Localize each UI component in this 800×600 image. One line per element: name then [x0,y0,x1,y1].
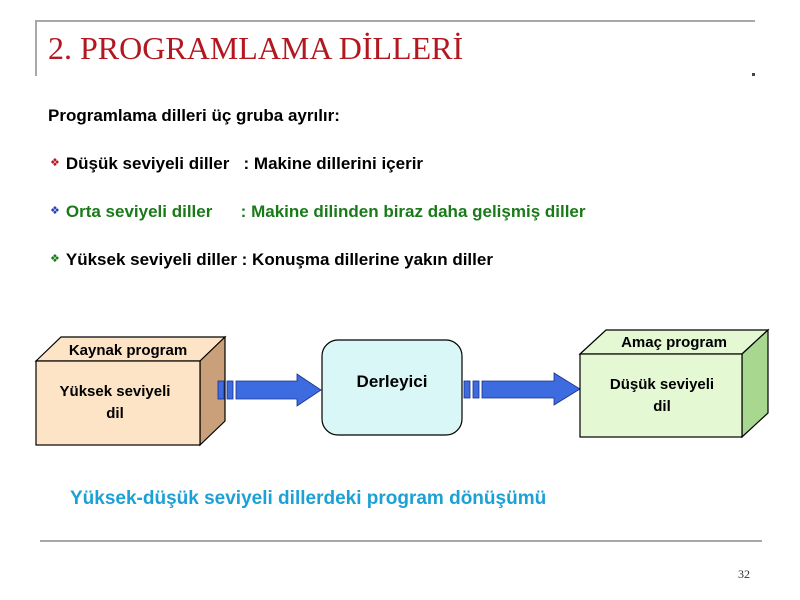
bullet-term: Düşük seviyeli diller [65,154,230,173]
bullet-desc: Makine dillerini içerir [253,154,424,173]
bullet-separator: : [229,154,254,173]
arrow2-body [481,372,581,406]
bullet-desc: Makine dilinden biraz daha gelişmiş dill… [251,202,586,221]
intro-text: Programlama dilleri üç gruba ayrılır: [48,106,340,125]
source-line1: Yüksek seviyeli [60,383,171,400]
bullet-term: Orta seviyeli diller [65,202,213,221]
slide-title: 2. PROGRAMLAMA DİLLERİ [48,30,464,66]
compiler-box: Derleyici [321,339,463,436]
bullet-diamond-icon: ❖ [50,253,60,265]
page-number: 32 [738,567,750,581]
arrow-to-compiler [217,373,322,407]
bullet-diamond-icon: ❖ [50,157,60,169]
arrow2-tail-bar-2 [472,380,480,399]
diagram-caption: Yüksek-düşük seviyeli dillerdeki program… [70,488,547,509]
source-box-front [35,360,201,446]
arrow-to-target [463,372,581,406]
arrow1-tail-bar-1 [217,380,225,400]
bullet-separator: : [236,250,253,269]
arrow2-tail-bar-1 [463,380,471,399]
target-top-label: Amaç program [621,334,727,351]
source-program-box: Kaynak program Yüksek seviyeli dil [34,335,227,447]
arrow1-body [235,373,322,407]
bullet-diamond-icon: ❖ [50,205,60,217]
source-top-label: Kaynak program [69,342,187,359]
target-line2: dil [653,398,671,415]
source-line2: dil [106,405,124,422]
bullet-desc: Konuşma dillerine yakın diller [252,250,493,269]
corner-dot [752,73,755,76]
top-border-line [35,20,755,22]
bullet-high-level: ❖ Yüksek seviyeli diller : Konuşma diller… [50,250,493,270]
target-box-front [579,353,743,438]
compiler-box-shape [321,339,463,436]
arrow1-tail-bar-2 [226,380,234,400]
bullet-term: Yüksek seviyeli diller [65,250,237,269]
bullet-low-level: ❖ Düşük seviyeli diller : Makine dillerin… [50,154,423,174]
target-line1: Düşük seviyeli [610,376,714,393]
target-program-box: Amaç program Düşük seviyeli dil [578,328,770,439]
left-border-line [35,20,37,76]
compiler-label: Derleyici [357,372,428,391]
bottom-border-line [40,540,762,542]
bullet-separator: : [212,202,252,221]
bullet-mid-level: ❖ Orta seviyeli diller : Makine dilinden … [50,202,586,222]
